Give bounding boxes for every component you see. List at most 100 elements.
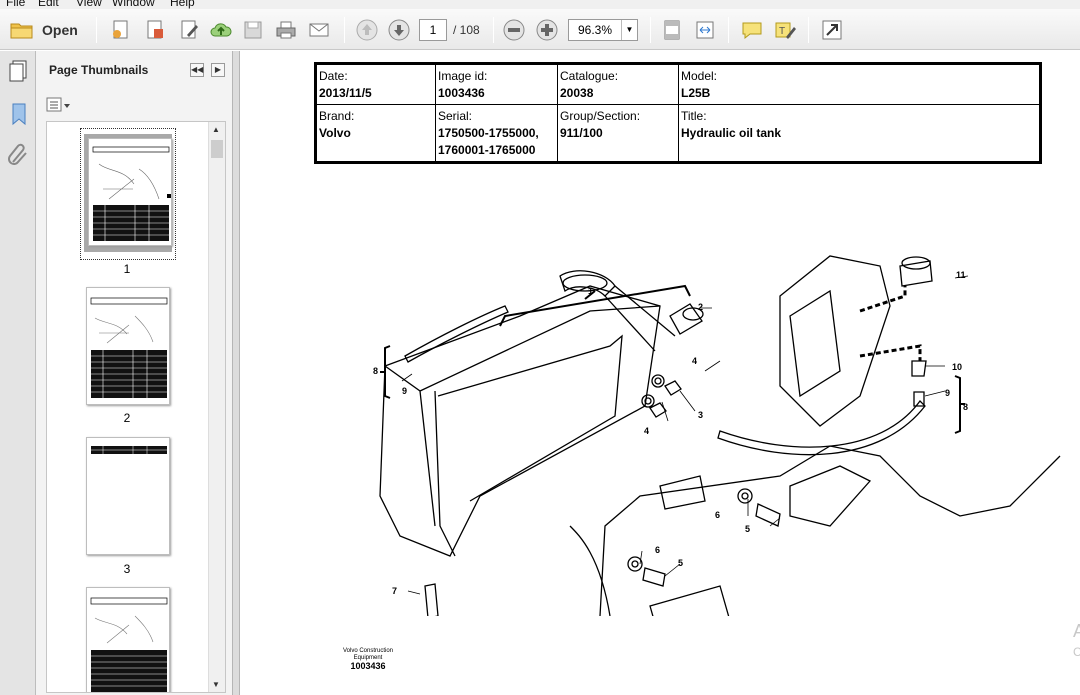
expand-button[interactable] xyxy=(819,17,845,43)
fit-width-button[interactable] xyxy=(692,17,718,43)
parts-info-table: Date:2013/11/5 Image id:1003436 Catalogu… xyxy=(314,62,1042,164)
thumbnail-label-2: 2 xyxy=(123,411,131,425)
svg-text:T: T xyxy=(779,26,785,37)
panel-title: Page Thumbnails xyxy=(49,63,149,77)
info-cell-title: Title:Hydraulic oil tank xyxy=(678,104,1041,163)
create-pdf-button[interactable] xyxy=(108,17,134,43)
cap-2 xyxy=(669,303,703,335)
minus-circle-icon xyxy=(503,19,525,41)
info-cell-model: Model:L25B xyxy=(678,63,1041,105)
menu-window[interactable]: Window xyxy=(112,0,155,9)
thumbnail-scrollbar[interactable]: ▲ ▼ xyxy=(208,122,225,692)
frame xyxy=(599,445,1061,616)
callout-4a: 4 xyxy=(692,356,697,366)
save-button[interactable] xyxy=(240,17,266,43)
callout-1: 1 xyxy=(588,286,593,296)
panel-header: Page Thumbnails ◀◀ ▶ xyxy=(36,51,232,87)
pages-icon[interactable] xyxy=(8,59,30,83)
callout-8a: 8 xyxy=(373,366,378,376)
fit-width-icon xyxy=(696,21,714,39)
paperclip-icon[interactable] xyxy=(7,142,29,168)
scrollbar-thumb[interactable] xyxy=(211,140,223,158)
zoom-value: 96.3% xyxy=(577,23,613,37)
thumbnail-page-2[interactable] xyxy=(86,287,170,405)
email-button[interactable] xyxy=(306,17,332,43)
upload-button[interactable] xyxy=(208,17,234,43)
info-cell-catalogue: Catalogue:20038 xyxy=(557,63,679,105)
footer-company: Volvo Construction Equipment xyxy=(342,648,394,661)
thumbnail-page-4[interactable] xyxy=(86,587,170,692)
info-cell-brand: Brand:Volvo xyxy=(315,104,436,163)
collapse-panel-button[interactable]: ◀◀ xyxy=(190,63,204,77)
menu-bar: File Edit View Window Help xyxy=(0,0,1080,9)
print-button[interactable] xyxy=(273,17,299,43)
menu-edit[interactable]: Edit xyxy=(38,0,59,9)
hose-left xyxy=(404,305,509,363)
menu-view[interactable]: View xyxy=(76,0,102,9)
speech-bubble-icon xyxy=(742,22,762,40)
menu-file[interactable]: File xyxy=(6,0,26,9)
scroll-up-icon[interactable]: ▲ xyxy=(212,125,220,134)
info-cell-image-id: Image id:1003436 xyxy=(435,63,558,105)
plus-circle-icon xyxy=(536,19,558,41)
page-total-label: / 108 xyxy=(453,23,480,37)
info-row-1: Date:2013/11/5 Image id:1003436 Catalogu… xyxy=(315,63,1041,105)
printer-icon xyxy=(276,21,296,39)
thumbnail-page-3[interactable] xyxy=(86,437,170,555)
zoom-in-button[interactable] xyxy=(534,17,560,43)
zoom-select[interactable]: 96.3% ▼ xyxy=(568,19,638,41)
folder-icon xyxy=(10,23,33,39)
chevron-down-icon: ▼ xyxy=(621,20,637,40)
thumbnail-list: 1 2 3 xyxy=(46,121,226,693)
panel-arrow-button[interactable]: ▶ xyxy=(211,63,225,77)
open-button[interactable]: Open xyxy=(10,17,80,43)
panel-splitter[interactable] xyxy=(232,51,240,695)
highlight-button[interactable]: T xyxy=(772,17,798,43)
exploded-parts-diagram: 1 2 3 4 4 5 5 6 6 7 8 8 9 9 10 11 xyxy=(373,255,1061,616)
options-menu-icon xyxy=(46,97,70,112)
comment-button[interactable] xyxy=(739,17,765,43)
thumbnail-label-1: 1 xyxy=(123,262,131,276)
edit-button[interactable] xyxy=(176,17,202,43)
menu-help[interactable]: Help xyxy=(170,0,195,9)
arrow-down-circle-icon xyxy=(388,19,410,41)
navigation-rail xyxy=(0,51,36,695)
info-row-2: Brand:Volvo Serial:1750500-1755000, 1760… xyxy=(315,104,1041,163)
fit-page-icon xyxy=(664,20,680,40)
highlight-pen-icon: T xyxy=(775,22,796,39)
toolbar: Open 1 / 108 96.3% ▼ T xyxy=(0,9,1080,50)
tank-body xyxy=(379,285,661,557)
thumbnails-panel: Page Thumbnails ◀◀ ▶ 1 xyxy=(36,51,232,695)
callout-5b: 5 xyxy=(678,558,683,568)
cooler xyxy=(779,255,891,427)
thumbnail-page-1[interactable] xyxy=(88,138,172,246)
footer-image-id: 1003436 xyxy=(350,661,386,671)
callout-labels: 1 2 3 4 4 5 5 6 6 7 8 8 9 9 10 11 xyxy=(373,270,968,596)
fit-page-button[interactable] xyxy=(659,17,685,43)
zoom-out-button[interactable] xyxy=(501,17,527,43)
edit-document-icon xyxy=(181,20,198,39)
create-pdf-icon xyxy=(113,20,128,39)
next-page-button[interactable] xyxy=(386,17,412,43)
cutoff-text-c: C xyxy=(1073,645,1080,659)
info-cell-group-section: Group/Section:911/100 xyxy=(557,104,679,163)
thumbnail-options-menu[interactable] xyxy=(46,96,72,114)
thumbnail-selection xyxy=(80,128,176,260)
scroll-down-icon[interactable]: ▼ xyxy=(212,680,220,689)
envelope-icon xyxy=(309,23,329,37)
page-number-input[interactable]: 1 xyxy=(419,19,447,41)
drain-plug xyxy=(424,583,439,616)
page-4-preview xyxy=(90,597,168,692)
combine-button[interactable] xyxy=(142,17,168,43)
callout-2: 2 xyxy=(698,302,703,312)
previous-page-button[interactable] xyxy=(354,17,380,43)
callout-8b: 8 xyxy=(963,402,968,412)
callout-9a: 9 xyxy=(402,386,407,396)
page-3-preview xyxy=(91,446,167,454)
callout-11: 11 xyxy=(956,270,966,280)
arrow-up-circle-icon xyxy=(356,19,378,41)
info-cell-serial: Serial:1750500-1755000, 1760001-1765000 xyxy=(435,104,558,163)
bookmarks-icon[interactable] xyxy=(9,102,29,126)
page-2-preview xyxy=(90,297,168,398)
cloud-upload-icon xyxy=(210,23,232,37)
